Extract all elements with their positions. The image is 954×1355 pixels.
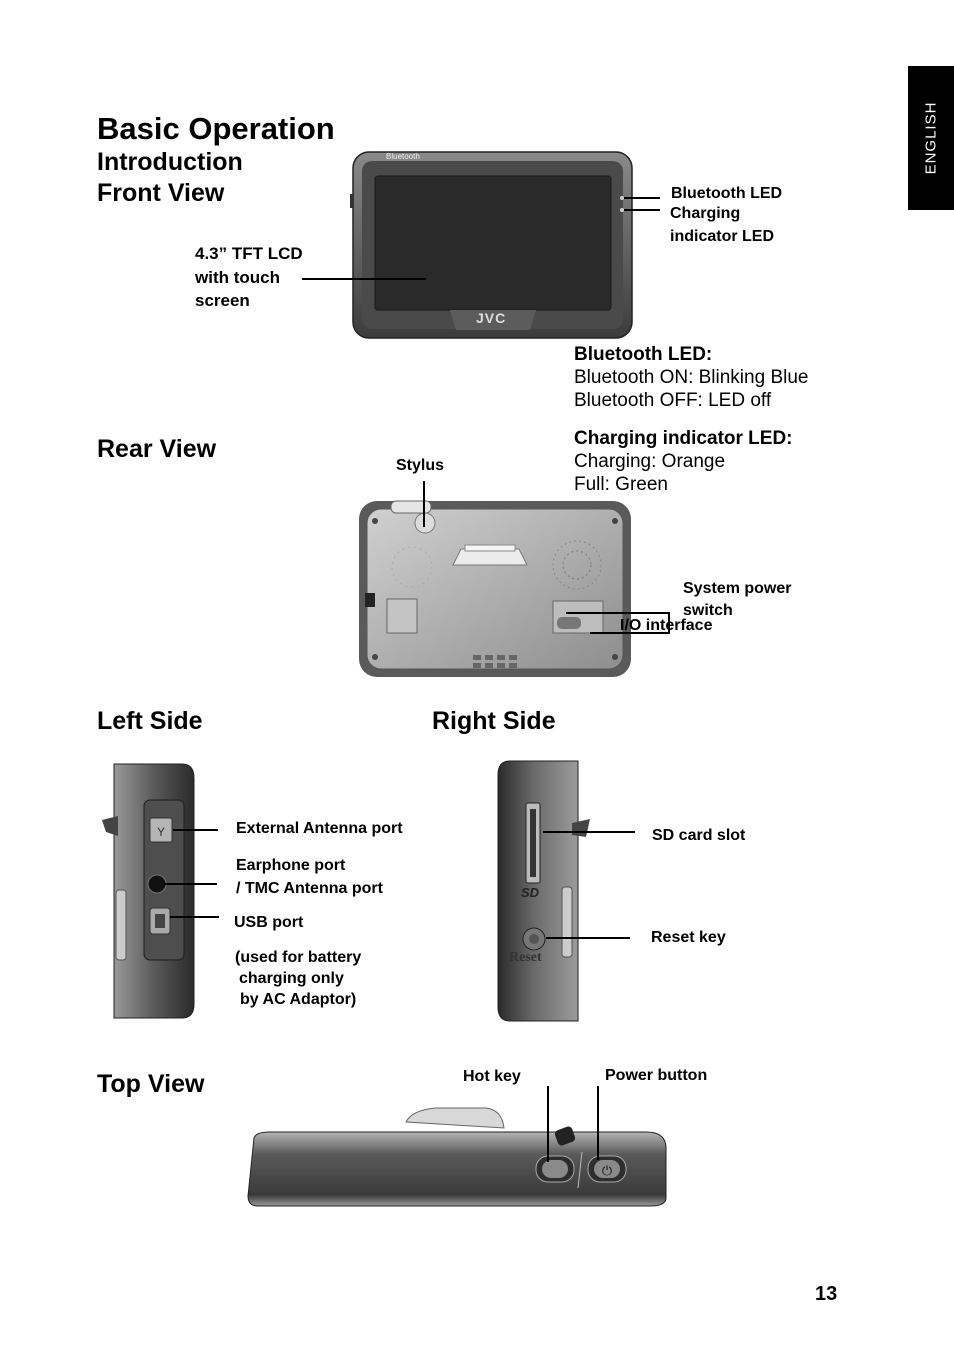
brand-logo: JVC [476, 310, 507, 326]
info-bluetooth-block: Bluetooth LED: Bluetooth ON: Blinking Bl… [574, 343, 808, 412]
section-top-view: Top View [97, 1070, 205, 1098]
stylus-leader-line [423, 481, 425, 527]
info-charging-heading: Charging indicator LED: [574, 428, 793, 449]
section-rear-view: Rear View [97, 435, 217, 463]
svg-text:SD: SD [521, 885, 540, 900]
info-bt-heading: Bluetooth LED: [574, 344, 713, 365]
system-power-switch-label-2: switch [683, 602, 733, 619]
earphone-label-1: Earphone port [236, 857, 346, 874]
left-side-device-illustration: Y [102, 763, 195, 1019]
info-bt-on: Bluetooth ON: Blinking Blue [574, 367, 809, 388]
reset-print: Reset [509, 950, 542, 965]
power-button-label: Power button [605, 1067, 708, 1084]
lcd-leader-line [302, 278, 426, 280]
lcd-label-line-1: 4.3” TFT LCD [195, 244, 303, 263]
top-view-device-illustration: ⏻ [247, 1107, 667, 1207]
right-side-device-illustration: SD [497, 760, 590, 1022]
front-view-device-illustration [350, 151, 633, 339]
bluetooth-led-label: Bluetooth LED [671, 185, 783, 202]
language-tab: ENGLISH [908, 66, 954, 210]
system-power-switch-label-1: System power [683, 580, 792, 597]
rear-view-device-illustration [359, 500, 631, 677]
io-leader-vertical [668, 612, 670, 634]
earphone-label-2: / TMC Antenna port [236, 880, 383, 897]
usb-note-line-1: (used for battery [235, 949, 362, 966]
charge-led-leader-line [624, 209, 660, 211]
section-front-view: Front View [97, 179, 225, 207]
antenna-leader-line [173, 829, 218, 831]
info-charging-full: Full: Green [574, 474, 668, 495]
power-button-leader-line [597, 1086, 599, 1160]
lcd-label-line-3: screen [195, 291, 250, 310]
info-charging-orange: Charging: Orange [574, 451, 726, 472]
usb-port-label: USB port [234, 914, 304, 931]
info-bt-off: Bluetooth OFF: LED off [574, 390, 772, 411]
earphone-leader-line [164, 883, 217, 885]
usb-note-line-3: by AC Adaptor) [240, 991, 357, 1008]
section-right-side: Right Side [432, 707, 556, 735]
language-tab-label: ENGLISH [922, 101, 940, 175]
bt-led-leader-line [624, 197, 660, 199]
reset-key-label: Reset key [651, 929, 726, 946]
external-antenna-label: External Antenna port [236, 820, 403, 837]
usb-leader-line [170, 916, 219, 918]
page-title: Basic Operation [97, 111, 335, 146]
hot-key-label: Hot key [463, 1068, 521, 1085]
charging-led-label-2: indicator LED [670, 228, 775, 245]
io-leader-line [590, 632, 670, 634]
page-number: 13 [815, 1283, 838, 1305]
reset-leader-line [546, 937, 630, 939]
svg-text:⏻: ⏻ [602, 1163, 612, 1178]
section-introduction: Introduction [97, 148, 243, 176]
power-switch-leader-line [566, 612, 670, 614]
section-left-side: Left Side [97, 707, 203, 735]
sd-card-slot-label: SD card slot [652, 827, 746, 844]
info-charging-block: Charging indicator LED: Charging: Orange… [574, 427, 793, 496]
bluetooth-print: Bluetooth [386, 152, 420, 161]
lcd-label-line-2: with touch [195, 268, 280, 287]
charging-led-label-1: Charging [670, 205, 741, 222]
io-interface-label: I/O interface [620, 617, 713, 634]
stylus-label: Stylus [396, 457, 445, 474]
svg-text:Y: Y [157, 825, 165, 839]
sd-leader-line [543, 831, 635, 833]
hot-key-leader-line [547, 1086, 549, 1162]
usb-note-line-2: charging only [239, 970, 344, 987]
